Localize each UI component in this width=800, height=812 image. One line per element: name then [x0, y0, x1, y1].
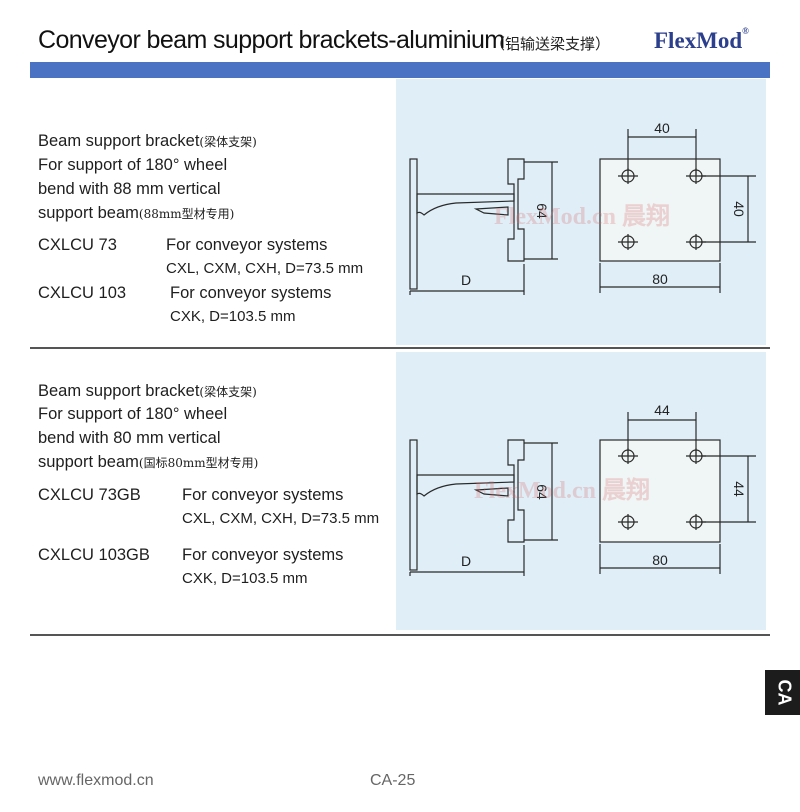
product1-line3: bend with 88 mm vertical [38, 180, 221, 198]
drawing-panel-1: 64 D 40 40 80 [396, 79, 766, 345]
dim-plate-width: 80 [652, 271, 668, 287]
registered-mark: ® [742, 26, 749, 36]
product1-desc2a: For conveyor systems [170, 284, 332, 302]
dim-height: 64 [534, 203, 550, 219]
brand-name: FlexMod [654, 28, 743, 53]
product2-desc1b: CXL, CXM, CXH, D=73.5 mm [182, 510, 380, 527]
product2-desc2b: CXK, D=103.5 mm [182, 570, 308, 587]
product2-code2: CXLCU 103GB [38, 546, 150, 564]
bracket-arm [416, 193, 515, 216]
bracket-drawing-2: 64 D 44 44 80 [409, 402, 756, 576]
dim-height: 64 [534, 484, 550, 500]
dim-hole-y: 44 [731, 481, 747, 497]
page-subtitle-cn: （铝输送梁支撑） [490, 35, 611, 53]
product1-line4: support beam(88mm型材专用) [38, 204, 235, 222]
product2-desc2a: For conveyor systems [182, 546, 344, 564]
product2-desc1a: For conveyor systems [182, 486, 344, 504]
product1-line1: Beam support bracket(梁体支架) [38, 132, 257, 150]
header-accent-bar [30, 62, 770, 78]
header: Conveyor beam support brackets-aluminium… [38, 24, 768, 58]
dim-length: D [461, 553, 471, 569]
product1-desc1b: CXL, CXM, CXH, D=73.5 mm [166, 260, 364, 277]
page-title: Conveyor beam support brackets-aluminium [38, 26, 505, 54]
dim-hole-y: 40 [731, 201, 747, 217]
product1-desc1a: For conveyor systems [166, 236, 328, 254]
product2-line4: support beam(国标80mm型材专用) [38, 453, 259, 471]
bracket-base-plate [409, 158, 418, 290]
product2-line3: bend with 80 mm vertical [38, 429, 221, 447]
footer-url: www.flexmod.cn [38, 772, 154, 789]
watermark-1: FlexMod.cn 晨翔 [494, 204, 670, 230]
section-tab-label: CA [774, 679, 795, 706]
bracket-base-plate [409, 439, 418, 571]
bracket-slot [473, 206, 509, 216]
product1-code1: CXLCU 73 [38, 236, 117, 254]
mounting-plate [599, 439, 721, 543]
dim-plate-width: 80 [652, 552, 668, 568]
product1-line2: For support of 180° wheel [38, 156, 228, 174]
product2-line1: Beam support bracket(梁体支架) [38, 382, 257, 400]
watermark-2: FlexMod.cn 晨翔 [474, 478, 650, 504]
product1-code2: CXLCU 103 [38, 284, 127, 302]
page-number: CA-25 [370, 772, 416, 789]
product2-code1: CXLCU 73GB [38, 486, 141, 504]
bracket-arm [416, 474, 515, 497]
dim-length: D [461, 272, 471, 288]
bracket-end-profile [507, 439, 525, 543]
product1-desc2b: CXK, D=103.5 mm [170, 308, 296, 325]
bracket-slot [473, 487, 509, 497]
mounting-holes [618, 168, 706, 250]
section-tab: CA [765, 670, 800, 715]
section-divider-1 [30, 347, 770, 349]
product2-line2: For support of 180° wheel [38, 405, 228, 423]
dim-hole-x: 40 [654, 120, 670, 136]
bracket-end-profile [507, 158, 525, 262]
mounting-holes [618, 448, 706, 530]
drawing-panel-2: 64 D 44 44 80 [396, 352, 766, 630]
brand-logo: FlexMod® [654, 26, 749, 54]
dim-hole-x: 44 [654, 402, 670, 418]
section-divider-2 [30, 634, 770, 636]
bracket-drawing-1: 64 D 40 40 80 [409, 120, 756, 295]
